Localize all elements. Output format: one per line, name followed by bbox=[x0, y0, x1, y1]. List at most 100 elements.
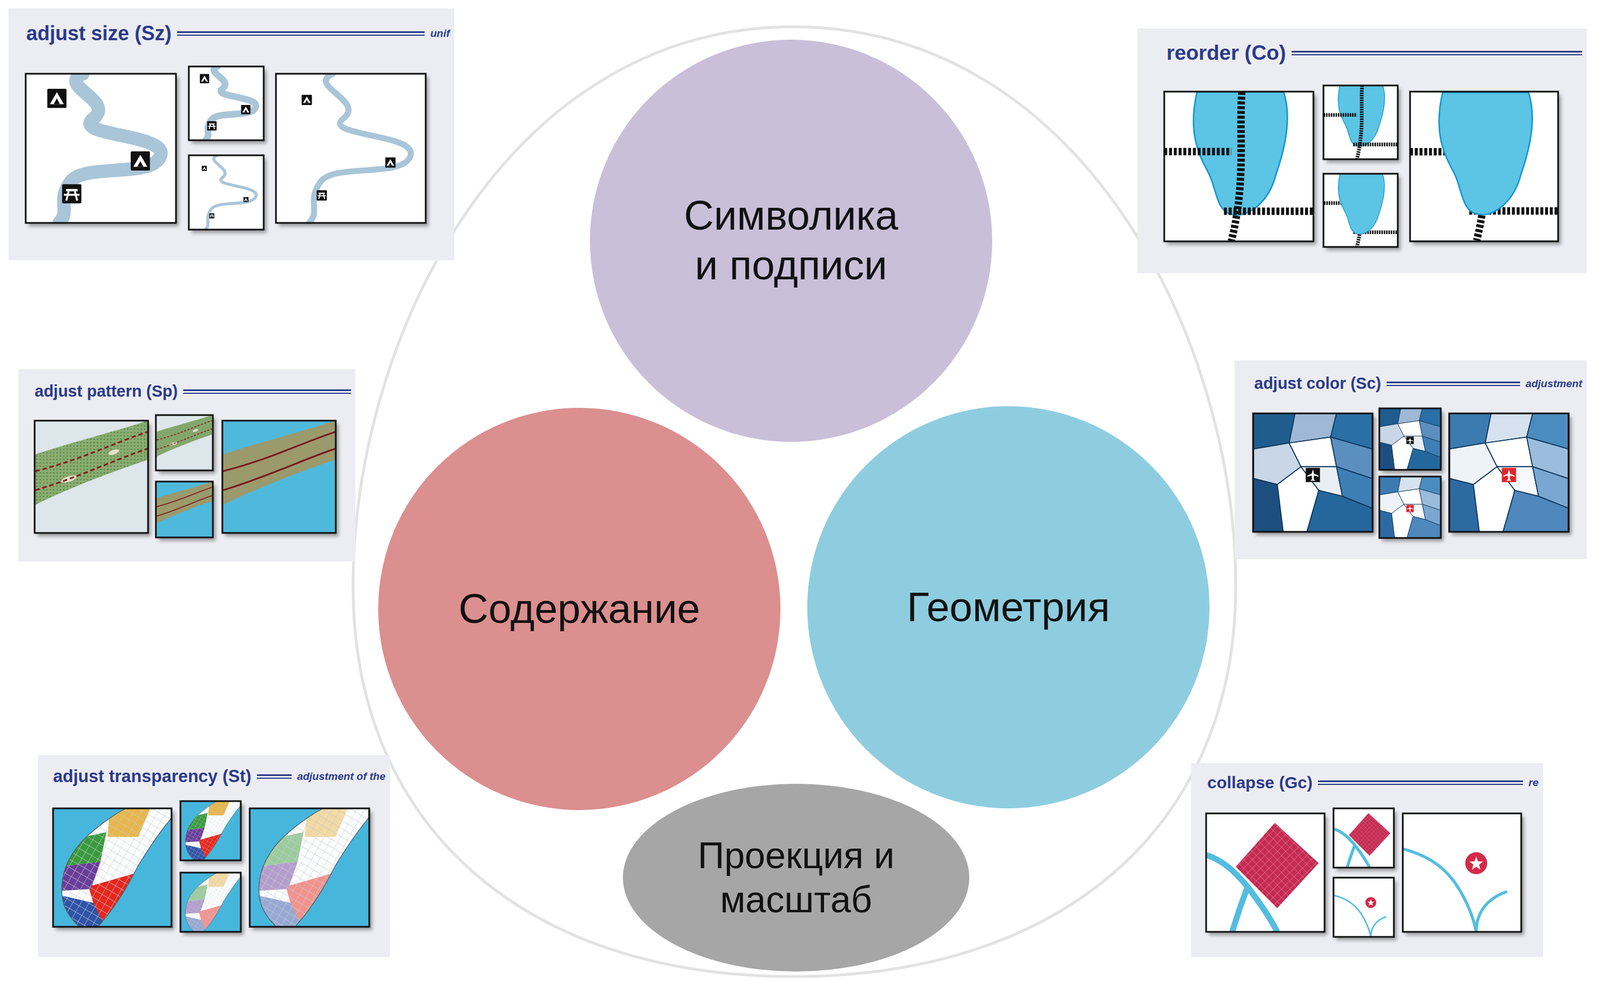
concept-label: Геометрия bbox=[840, 582, 1176, 633]
map-art bbox=[249, 808, 370, 927]
map-art bbox=[156, 415, 213, 471]
operator-panel: adjust transparency (St) adjustment of th… bbox=[37, 755, 390, 957]
operator-panel: adjust color (Sc) adjustment bbox=[1234, 360, 1587, 560]
concept-circle: Геометрия bbox=[807, 406, 1210, 809]
operator-note: unif bbox=[430, 27, 450, 40]
operator-panel: collapse (Gc) re bbox=[1191, 763, 1544, 957]
map-art bbox=[1402, 813, 1522, 932]
header-rule bbox=[1317, 780, 1523, 785]
circle-text-holder: Проекция и масштаб bbox=[622, 783, 970, 972]
map-art bbox=[222, 420, 336, 533]
map-art bbox=[181, 801, 241, 861]
map-art bbox=[1324, 173, 1398, 247]
map-art bbox=[181, 872, 241, 932]
map-art bbox=[1334, 877, 1394, 937]
concept-circle: Проекция и масштаб bbox=[622, 783, 970, 972]
map-art bbox=[180, 872, 241, 932]
panel-header: adjust size (Sz) unif bbox=[26, 19, 450, 48]
map-art bbox=[1253, 413, 1373, 532]
operator-note: adjustment bbox=[1525, 377, 1583, 390]
map-art bbox=[1379, 408, 1441, 470]
circle-fill bbox=[589, 39, 993, 442]
circle-fill bbox=[807, 406, 1210, 809]
header-rule bbox=[177, 31, 425, 36]
map-art bbox=[1379, 476, 1441, 538]
panel-ground bbox=[1137, 28, 1587, 274]
map-art bbox=[53, 808, 172, 927]
map-art bbox=[156, 481, 213, 538]
panel-header: adjust pattern (Sp) bbox=[34, 380, 351, 404]
operator-title: collapse (Gc) bbox=[1207, 773, 1313, 793]
circle-text-holder: Геометрия bbox=[807, 406, 1210, 809]
header-rule bbox=[256, 774, 292, 779]
map-art bbox=[1334, 808, 1394, 868]
circle-fill bbox=[622, 783, 970, 972]
map-art bbox=[1410, 91, 1559, 242]
operator-panel: adjust size (Sz) unif bbox=[8, 8, 455, 261]
map-art bbox=[1253, 413, 1373, 532]
map-art bbox=[1164, 91, 1314, 242]
circle-fill bbox=[378, 407, 781, 811]
panel-header: adjust transparency (St) adjustment of th… bbox=[53, 764, 386, 789]
map-art bbox=[35, 420, 148, 533]
map-art bbox=[1333, 877, 1394, 937]
operator-title: adjust color (Sc) bbox=[1254, 374, 1382, 393]
map-art bbox=[53, 808, 172, 927]
map-art bbox=[189, 66, 264, 141]
map-art bbox=[188, 155, 264, 230]
operator-panel: adjust pattern (Sp) bbox=[18, 369, 356, 562]
map-art bbox=[188, 66, 264, 141]
concept-label: Содержание bbox=[411, 584, 747, 635]
circle-text-holder: Символика и подписи bbox=[589, 39, 993, 442]
map-art bbox=[180, 801, 241, 861]
map-art bbox=[250, 808, 369, 927]
map-art bbox=[1323, 85, 1398, 160]
map-art bbox=[189, 155, 264, 230]
circle-shape bbox=[589, 39, 993, 442]
operator-panel: reorder (Co) bbox=[1137, 28, 1587, 274]
operator-title: adjust pattern (Sp) bbox=[34, 382, 178, 401]
operator-title: adjust transparency (St) bbox=[53, 766, 252, 787]
panel-ground bbox=[1234, 360, 1587, 560]
circle-shape bbox=[622, 783, 970, 972]
map-art bbox=[1379, 476, 1441, 538]
map-art bbox=[1323, 173, 1398, 247]
outer-outline bbox=[353, 26, 1236, 977]
map-art bbox=[1449, 413, 1569, 532]
concept-label: Символика и подписи bbox=[675, 191, 908, 291]
panel-ground bbox=[8, 8, 455, 261]
concept-label: Проекция и масштаб bbox=[689, 833, 903, 922]
panel-ground bbox=[1191, 763, 1544, 957]
map-art bbox=[155, 481, 213, 538]
header-rule bbox=[183, 389, 351, 394]
map-art bbox=[1324, 85, 1398, 160]
map-art bbox=[155, 415, 213, 471]
map-art bbox=[26, 73, 176, 223]
panel-header: collapse (Gc) re bbox=[1207, 770, 1539, 795]
map-art bbox=[1206, 813, 1325, 932]
panel-header: adjust color (Sc) adjustment bbox=[1254, 372, 1583, 396]
map-art bbox=[1410, 92, 1559, 241]
map-art bbox=[1206, 813, 1325, 932]
map-art bbox=[1449, 413, 1569, 532]
map-art bbox=[25, 73, 176, 223]
concept-circle: Содержание bbox=[378, 407, 781, 811]
panel-header: reorder (Co) bbox=[1166, 38, 1583, 68]
map-art bbox=[34, 420, 149, 533]
header-rule bbox=[1386, 381, 1520, 387]
panel-ground bbox=[37, 755, 390, 957]
concept-circle: Символика и подписи bbox=[589, 39, 993, 442]
operator-note: adjustment of the bbox=[297, 770, 386, 783]
map-art bbox=[1333, 808, 1394, 868]
operator-title: reorder (Co) bbox=[1166, 41, 1287, 65]
map-art bbox=[1402, 813, 1522, 932]
map-art bbox=[1379, 408, 1441, 470]
map-art bbox=[1164, 92, 1314, 242]
header-rule bbox=[1291, 50, 1583, 56]
map-art bbox=[275, 73, 426, 223]
operator-title: adjust size (Sz) bbox=[26, 21, 172, 46]
operator-note: re bbox=[1528, 776, 1539, 789]
map-art bbox=[222, 420, 336, 533]
circle-text-holder: Содержание bbox=[378, 407, 781, 811]
